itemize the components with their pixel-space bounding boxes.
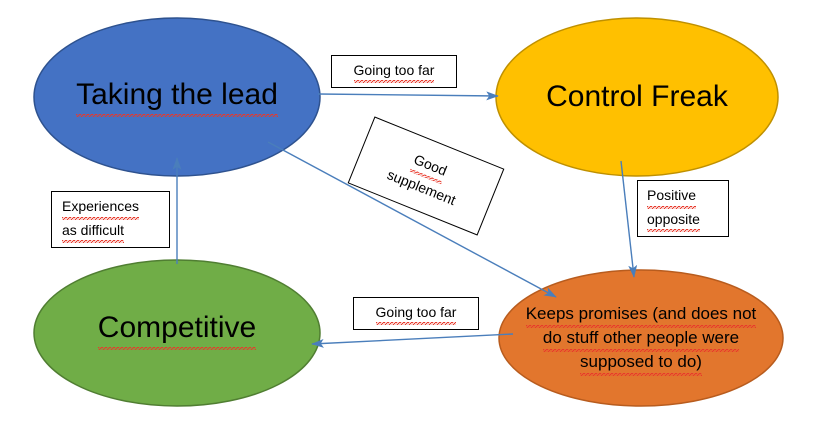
connector-lead-to-keeps-promises[interactable] [267,141,557,298]
edge-label-experiences-as-difficult-line-2: as difficult [62,219,124,243]
connector-lead-to-control[interactable] [317,91,499,101]
connector-control-to-keeps-promises[interactable] [620,160,638,278]
edge-label-positive-opposite[interactable]: Positive opposite [637,180,729,237]
edge-label-going-too-far-top-text: Going too far [353,59,435,84]
edge-label-going-too-far-top[interactable]: Going too far [331,55,457,88]
connector-keeps-promises-to-competitive[interactable] [311,333,514,348]
edge-label-positive-opposite-line-2: opposite [647,208,700,232]
edge-label-positive-opposite-line-1: Positive [647,185,697,209]
edge-label-experiences-as-difficult[interactable]: Experiences as difficult [51,191,170,248]
edge-label-experiences-as-difficult-line-1: Experiences [62,196,140,220]
edge-label-going-too-far-bottom[interactable]: Going too far [353,297,479,330]
edge-label-going-too-far-bottom-text: Going too far [375,301,457,326]
